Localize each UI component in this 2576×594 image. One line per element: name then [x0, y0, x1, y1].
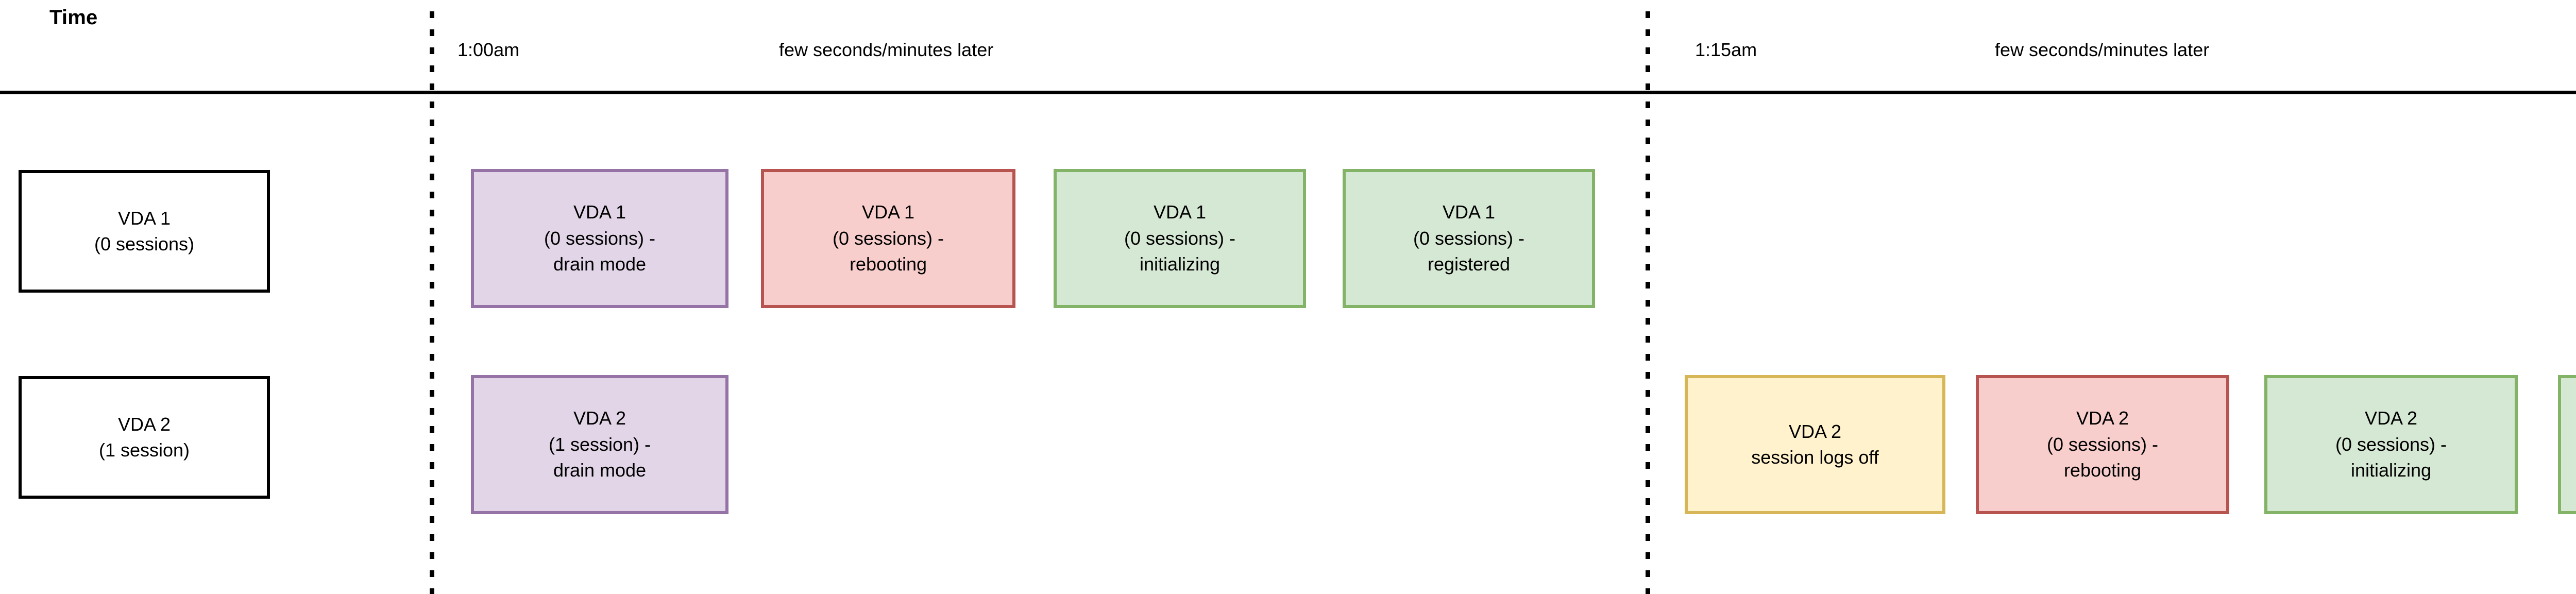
- event-vda2-rebooting[interactable]: VDA 2 (0 sessions) - rebooting: [1976, 375, 2229, 514]
- event-line: VDA 2: [573, 408, 626, 429]
- event-line: (1 session) -: [548, 433, 651, 455]
- event-line: drain mode: [553, 460, 647, 481]
- event-line: (0 sessions) -: [1124, 227, 1236, 249]
- event-line: VDA 1: [573, 201, 626, 223]
- event-line: (0 sessions) -: [2046, 433, 2159, 455]
- time-marker-label-1: 1:00am: [457, 39, 520, 60]
- time-marker-line-1: [430, 11, 434, 594]
- event-line: (0 sessions) -: [544, 227, 656, 249]
- time-later-note-1: few seconds/minutes later: [779, 39, 994, 60]
- vda-1-label-box: VDA 1 (0 sessions): [19, 170, 270, 293]
- event-line: rebooting: [2063, 460, 2142, 481]
- event-line: (0 sessions) -: [1413, 227, 1525, 249]
- event-line: VDA 1: [861, 201, 915, 223]
- event-line: VDA 1: [1153, 201, 1207, 223]
- event-line: VDA 1: [1442, 201, 1496, 223]
- event-line: VDA 2: [1788, 420, 1842, 442]
- timeline-axis: [0, 91, 2576, 94]
- time-marker-line-2: [1646, 11, 1650, 594]
- event-vda1-drain-mode[interactable]: VDA 1 (0 sessions) - drain mode: [471, 169, 728, 308]
- event-line: (0 sessions) -: [2335, 433, 2447, 455]
- time-marker-label-2: 1:15am: [1695, 39, 1757, 60]
- vda-2-label-box: VDA 2 (1 session): [19, 376, 270, 499]
- event-vda2-session-logs-off[interactable]: VDA 2 session logs off: [1685, 375, 1945, 514]
- event-vda2-initializing[interactable]: VDA 2 (0 sessions) - initializing: [2264, 375, 2518, 514]
- event-line: VDA 2: [2076, 408, 2129, 429]
- event-line: initializing: [2350, 460, 2432, 481]
- event-vda1-registered[interactable]: VDA 1 (0 sessions) - registered: [1343, 169, 1595, 308]
- event-line: rebooting: [849, 253, 927, 275]
- vda-1-label-title: VDA 1: [117, 208, 171, 229]
- event-vda2-registered[interactable]: VDA 2 (0 sessions) - registered: [2558, 375, 2576, 514]
- page-title: Time: [49, 6, 98, 29]
- event-vda2-drain-mode[interactable]: VDA 2 (1 session) - drain mode: [471, 375, 728, 514]
- vda-2-label-title: VDA 2: [117, 414, 171, 435]
- event-vda1-initializing[interactable]: VDA 1 (0 sessions) - initializing: [1054, 169, 1306, 308]
- event-line: session logs off: [1751, 447, 1879, 468]
- event-line: initializing: [1139, 253, 1221, 275]
- event-vda1-rebooting[interactable]: VDA 1 (0 sessions) - rebooting: [761, 169, 1015, 308]
- event-line: drain mode: [553, 253, 647, 275]
- event-line: (0 sessions) -: [832, 227, 944, 249]
- time-later-note-2: few seconds/minutes later: [1995, 39, 2210, 60]
- event-line: registered: [1427, 253, 1511, 275]
- event-line: VDA 2: [2364, 408, 2418, 429]
- vda-2-label-sessions: (1 session): [98, 439, 190, 461]
- vda-1-label-sessions: (0 sessions): [94, 233, 195, 254]
